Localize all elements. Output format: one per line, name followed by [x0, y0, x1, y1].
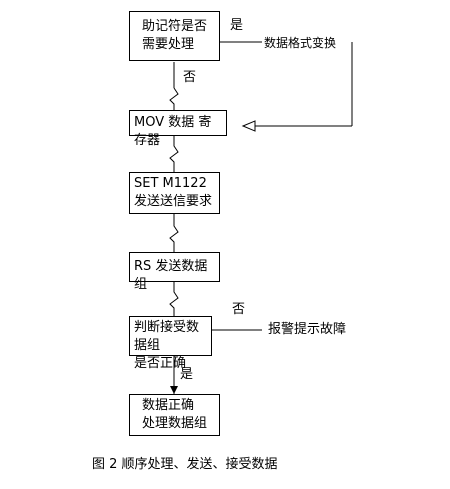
figure-caption: 图 2 顺序处理、发送、接受数据 [92, 457, 278, 472]
node-check-mnemonic-line2: 需要处理 [142, 37, 195, 52]
connector-set-to-rs [169, 214, 179, 252]
node-process-data-line1: 数据正确 [142, 398, 195, 413]
node-rs-send-text: RS 发送数据组 [134, 259, 208, 292]
edge-label-yes-bottom: 是 [180, 367, 194, 382]
edge-label-yes-top: 是 [230, 18, 244, 33]
connector-rs-to-judge [169, 282, 179, 316]
node-set-m1122: SET M1122 发送送信要求 [129, 172, 220, 214]
node-check-receive-line1: 判断接受数据组 [134, 320, 200, 353]
node-alarm: 报警提示故障 [268, 322, 347, 337]
node-check-receive-line2: 是否正确 [134, 356, 187, 371]
node-check-mnemonic: 助记符是否 需要处理 [129, 11, 220, 61]
node-set-m1122-line2: 发送送信要求 [134, 194, 213, 209]
edge-label-no-mid: 否 [232, 302, 246, 317]
node-process-data-line2: 处理数据组 [142, 416, 208, 431]
arrowhead-into-mov [241, 120, 256, 132]
arrowhead-into-process [170, 386, 178, 394]
connector-mov-to-set [169, 136, 179, 172]
zigzag-1 [169, 87, 179, 110]
node-mov-register-text: MOV 数据 寄存器 [134, 115, 212, 148]
node-check-mnemonic-line1: 助记符是否 [142, 19, 208, 34]
node-process-data: 数据正确 处理数据组 [129, 394, 220, 436]
node-check-receive: 判断接受数据组 是否正确 [129, 316, 212, 371]
node-set-m1122-line1: SET M1122 [134, 176, 207, 191]
node-convert-format: 数据格式变换 [264, 36, 337, 50]
node-mov-register: MOV 数据 寄存器 [129, 110, 227, 148]
edge-label-no-top: 否 [183, 70, 197, 85]
node-rs-send: RS 发送数据组 [129, 252, 220, 292]
